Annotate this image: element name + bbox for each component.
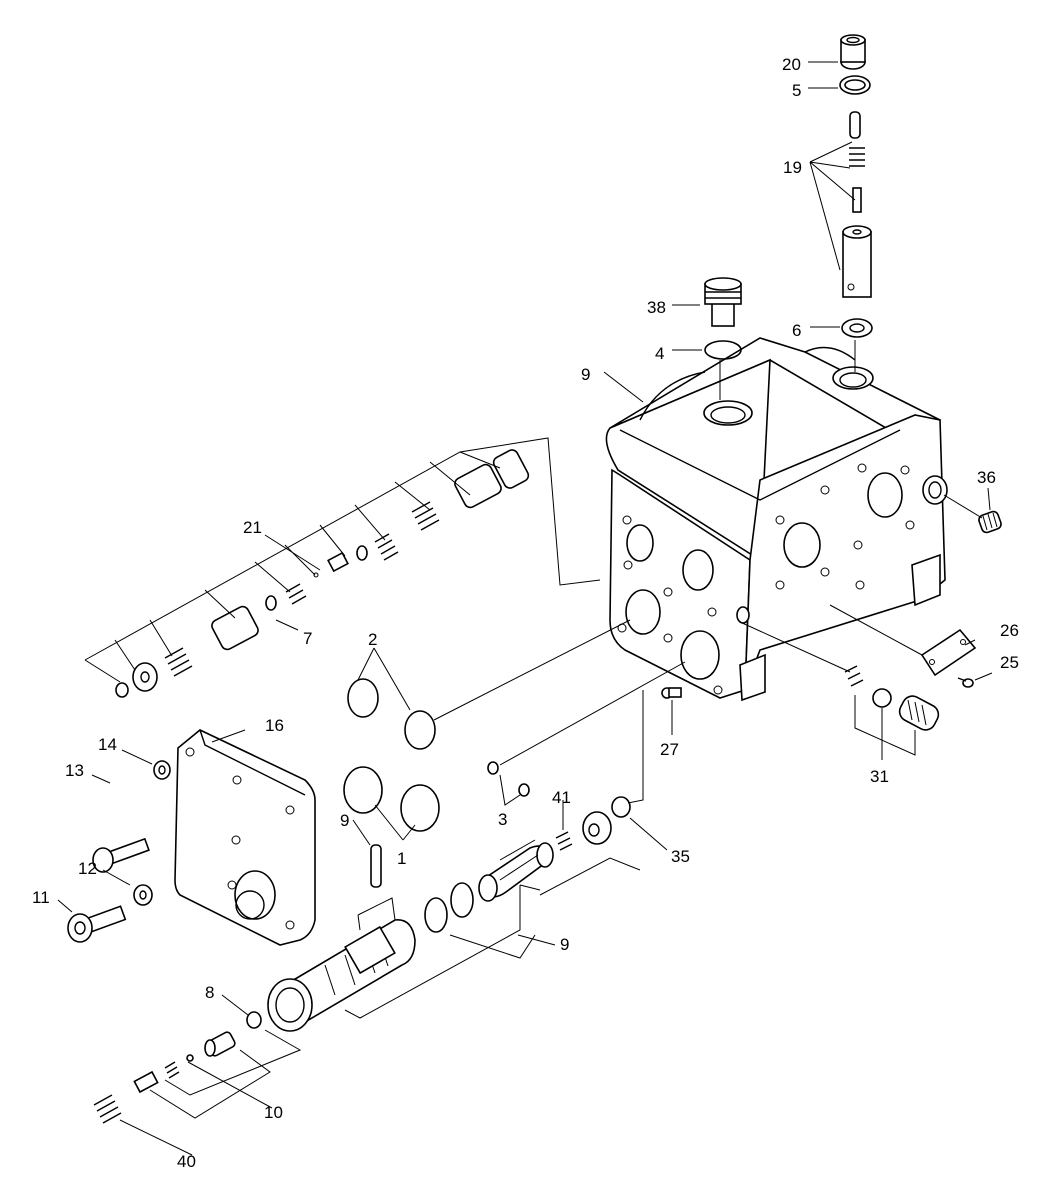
- callout-8: 8: [205, 983, 214, 1002]
- leader-lines: [57, 61, 993, 1156]
- callout-21: 21: [243, 518, 262, 537]
- callout-6: 6: [792, 321, 801, 340]
- callout-3: 3: [498, 810, 507, 829]
- spool-piston: [478, 839, 554, 902]
- pilot-parts-10: [133, 1029, 302, 1119]
- callout-19: 19: [783, 158, 802, 177]
- callout-20: 20: [782, 55, 801, 74]
- plug-36: [943, 494, 1002, 534]
- bolt-11: [67, 905, 127, 943]
- washer-12: [133, 884, 153, 906]
- spring-40: [93, 1094, 122, 1124]
- callout-9-spool: 9: [560, 935, 569, 954]
- callout-27: 27: [660, 740, 679, 759]
- callout-11: 11: [32, 888, 50, 907]
- oring-4: [704, 340, 742, 360]
- callout-35: 35: [671, 847, 690, 866]
- ring-5: [839, 75, 871, 95]
- callout-16: 16: [265, 716, 284, 735]
- bolt-13: [92, 837, 150, 873]
- plug-38: [704, 277, 742, 327]
- orings-9: [424, 882, 474, 933]
- callout-13: 13: [65, 761, 84, 780]
- callout-labels: 20 5 19 38 6 4 9 36 21 7 2 26 25 16 14 1…: [32, 55, 1019, 1171]
- plug-35: [611, 690, 644, 818]
- callout-40: 40: [177, 1152, 196, 1171]
- orings-1: [343, 766, 440, 832]
- main-spool: [267, 897, 416, 1032]
- callout-2: 2: [368, 630, 377, 649]
- spring-ball-31: [739, 621, 940, 756]
- pin-9: [370, 844, 382, 888]
- washer-14: [153, 760, 171, 780]
- callout-31: 31: [870, 767, 889, 786]
- callout-25: 25: [1000, 653, 1019, 672]
- screw-25: [957, 677, 974, 688]
- callout-7: 7: [303, 629, 312, 648]
- callout-12: 12: [78, 859, 97, 878]
- bracket-9: [344, 857, 641, 1019]
- orings-2: [347, 619, 631, 750]
- callout-9-body: 9: [581, 365, 590, 384]
- plug-20: [840, 34, 866, 70]
- cover-16: [174, 729, 316, 946]
- upper-spool-assembly: [84, 437, 601, 698]
- plate-26: [829, 604, 977, 677]
- callout-5: 5: [792, 81, 801, 100]
- orings-3: [487, 661, 686, 797]
- callout-36: 36: [977, 468, 996, 487]
- callout-9-pin: 9: [340, 811, 349, 830]
- pilot-parts-19: [842, 111, 872, 298]
- callout-4: 4: [655, 344, 664, 363]
- callout-26: 26: [1000, 621, 1019, 640]
- ring-6: [841, 318, 873, 338]
- callout-10: 10: [264, 1103, 283, 1122]
- screw-27: [661, 687, 682, 699]
- spring-41: [555, 831, 573, 851]
- valve-body: [605, 337, 948, 702]
- callout-41: 41: [552, 788, 571, 807]
- callout-14: 14: [98, 735, 117, 754]
- callout-38: 38: [647, 298, 666, 317]
- callout-1: 1: [397, 849, 406, 868]
- collar: [582, 811, 612, 845]
- oring-8: [246, 1011, 262, 1029]
